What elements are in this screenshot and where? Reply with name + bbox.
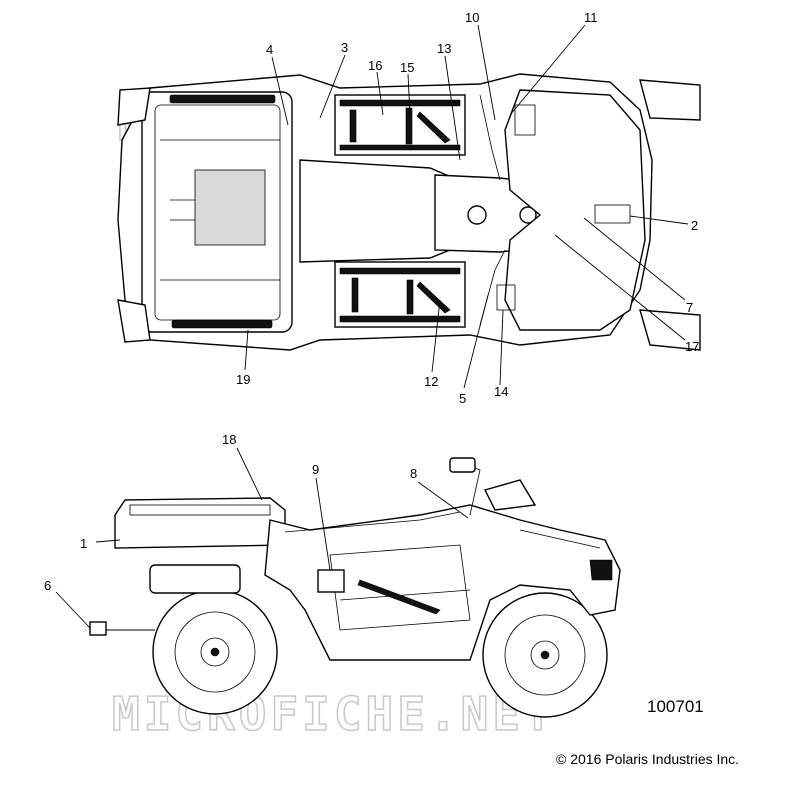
callout-13: 13 — [437, 41, 451, 56]
callout-4: 4 — [266, 42, 273, 57]
callout-17: 17 — [685, 339, 699, 354]
callout-5: 5 — [459, 391, 466, 406]
callout-12: 12 — [424, 374, 438, 389]
atv-top-view — [117, 73, 701, 351]
callout-16: 16 — [368, 58, 382, 73]
callout-7: 7 — [686, 300, 693, 315]
callout-3: 3 — [341, 40, 348, 55]
callout-15: 15 — [400, 60, 414, 75]
callout-14: 14 — [494, 384, 508, 399]
callout-11: 11 — [584, 10, 598, 25]
callout-8: 8 — [410, 466, 417, 481]
callout-1: 1 — [80, 536, 87, 551]
leader-lines — [55, 24, 689, 631]
callout-labels: 10 11 4 3 13 16 15 2 7 17 19 12 5 14 18 … — [44, 10, 699, 593]
callout-18: 18 — [222, 432, 236, 447]
reference-number: 100701 — [647, 697, 704, 716]
callout-19: 19 — [236, 372, 250, 387]
callout-6: 6 — [44, 578, 51, 593]
callout-2: 2 — [691, 218, 698, 233]
callout-9: 9 — [312, 462, 319, 477]
footrest-treads — [339, 99, 461, 323]
callout-10: 10 — [465, 10, 479, 25]
atv-side-view — [89, 457, 621, 718]
copyright-notice: © 2016 Polaris Industries Inc. — [556, 751, 739, 767]
